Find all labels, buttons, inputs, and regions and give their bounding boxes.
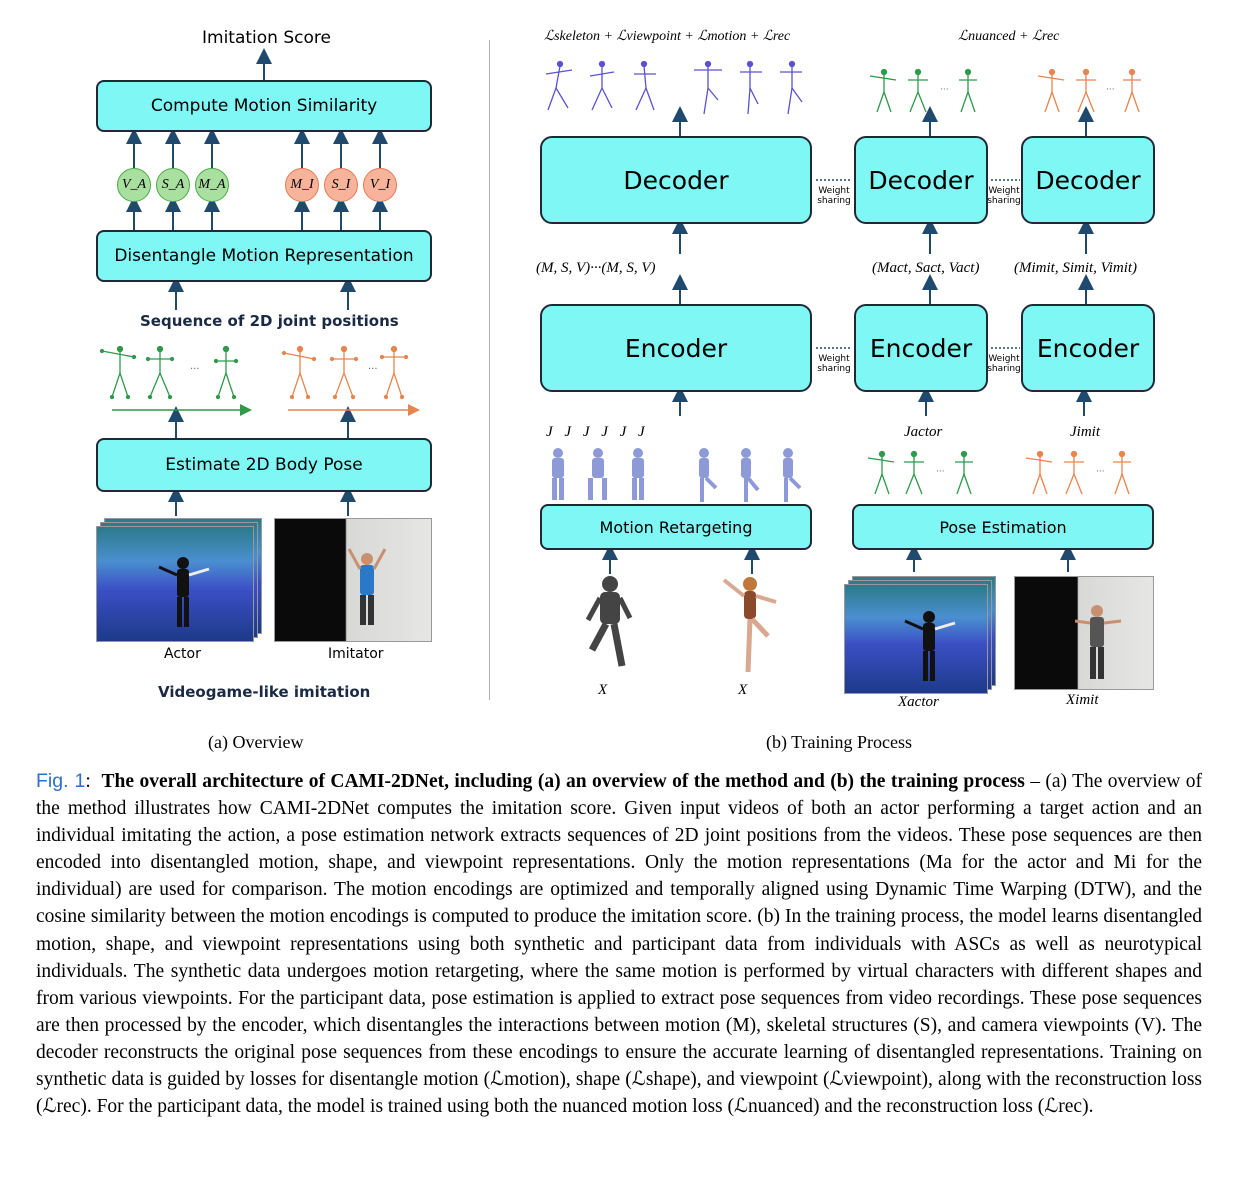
weight-sharing-enc-1: Weight sharing [817,354,851,374]
synthetic-characters [552,448,802,502]
circle-v-imitator: V_I [363,168,397,202]
imit-photo [1014,576,1154,690]
motion-retargeting-box: Motion Retargeting [540,504,812,550]
imitator-video-frame [274,518,432,642]
overview-skeletons: ··· ··· [99,345,409,400]
subcaption-overview: (a) Overview [208,732,304,752]
latent-imit: (Mimit, Simit, Vimit) [1014,260,1138,276]
x-imit: Ximit [1066,692,1099,708]
x-actor: Xactor [898,694,939,710]
decoder-box-imit: Decoder [1021,136,1155,224]
videogame-label: Videogame-like imitation [158,683,371,701]
imitator-figure [347,548,387,625]
divider-line [489,40,490,700]
svg-text:···: ··· [1106,85,1115,95]
j-imit: Jimit [1070,424,1100,440]
j-synthetic: J J J J J J [546,424,645,440]
caption-body: – (a) The overview of the method illustr… [36,771,1202,1118]
decoder-box-synthetic: Decoder [540,136,812,224]
compute-similarity-box: Compute Motion Similarity [96,80,432,132]
sequence-label: Sequence of 2D joint positions [140,312,399,330]
x-s1v1: X [598,682,608,698]
circle-v-actor: V_A [117,168,151,202]
imitator-label: Imitator [328,646,384,662]
participant-skeletons: ··· ··· [867,450,1131,495]
actor-video-frame [96,526,254,642]
weight-sharing-dec-2: Weight sharing [987,186,1021,206]
loss-left: ℒskeleton + ℒviewpoint + ℒmotion + ℒrec [544,29,791,44]
caption-title: The overall architecture of CAMI-2DNet, … [101,771,1025,792]
actor-figure [158,557,210,627]
svg-text:···: ··· [940,85,949,95]
disentangle-box: Disentangle Motion Representation [96,230,432,282]
circle-s-imitator: S_I [324,168,358,202]
latent-actor: (Mact, Sact, Vact) [872,260,980,276]
loss-right: ℒnuanced + ℒrec [958,29,1060,44]
actor-photo [844,584,988,694]
character-renders [585,576,777,673]
arrows-layer [112,48,1094,574]
subcaption-training: (b) Training Process [766,732,913,752]
weight-sharing-enc-2: Weight sharing [987,354,1021,374]
svg-text:···: ··· [936,467,945,477]
imit-photo-figure [1074,605,1122,679]
imitation-score-label: Imitation Score [202,28,331,48]
decoder-output-skeletons: ··· ··· [545,60,1141,115]
circle-m-imitator: M_I [285,168,319,202]
latent-synthetic: (M, S, V)···(M, S, V) [536,260,656,276]
circle-m-actor: M_A [195,168,229,202]
weight-sharing-dec-1: Weight sharing [817,186,851,206]
pose-estimation-box: Pose Estimation [852,504,1154,550]
actor-photo-figure [904,611,956,681]
j-actor: Jactor [904,424,943,440]
encoder-box-imit: Encoder [1021,304,1155,392]
svg-text:···: ··· [368,364,378,375]
figure-caption: Fig. 1: The overall architecture of CAMI… [36,770,1202,1118]
circle-s-actor: S_A [156,168,190,202]
estimate-pose-box: Estimate 2D Body Pose [96,438,432,492]
fig-label: Fig. 1 [36,770,86,792]
encoder-box-synthetic: Encoder [540,304,812,392]
svg-text:···: ··· [1096,467,1105,477]
actor-label: Actor [164,646,201,662]
encoder-box-actor: Encoder [854,304,988,392]
x-s2v1: X [738,682,748,698]
decoder-box-actor: Decoder [854,136,988,224]
svg-text:···: ··· [190,364,200,375]
